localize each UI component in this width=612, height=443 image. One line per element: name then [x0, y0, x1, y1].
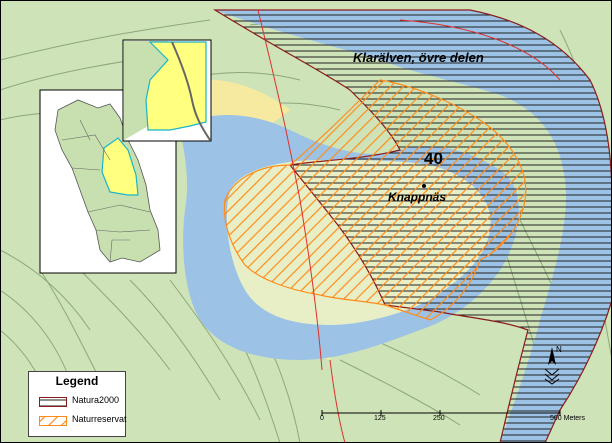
north-arrow: N	[541, 345, 563, 385]
legend-title: Legend	[55, 374, 99, 388]
detail-highlight	[145, 41, 207, 131]
scale-tick-250: 250	[433, 415, 445, 422]
scale-tick-0: 0	[320, 415, 324, 422]
detail-inset[interactable]	[122, 39, 212, 142]
site-number-label: 40	[424, 149, 443, 168]
legend: Legend Natura2000 Naturreservat	[28, 371, 127, 437]
natura2000-swatch	[39, 397, 67, 407]
scale-tick-500: 500 Meters	[550, 415, 586, 422]
place-name-label: Knappnäs	[388, 190, 447, 204]
river-name-label: Klarälven, övre delen	[353, 50, 484, 65]
north-arrow-label: N	[556, 345, 562, 354]
site-marker[interactable]	[422, 184, 426, 188]
naturreservat-swatch	[39, 416, 67, 426]
naturreservat-area[interactable]	[223, 79, 527, 321]
municipality-borders	[61, 119, 151, 263]
detail-green	[124, 41, 168, 140]
legend-label-naturreservat: Naturreservat	[72, 414, 127, 424]
north-arrow-icon	[544, 347, 560, 385]
boundary-lines	[257, 9, 561, 443]
scale-bar-graphic	[321, 410, 561, 416]
legend-label-natura2000: Natura2000	[72, 395, 120, 405]
overview-inset[interactable]	[39, 89, 177, 274]
county-highlight	[101, 137, 139, 196]
detail-river	[171, 41, 211, 141]
scale-tick-125: 125	[374, 415, 386, 422]
